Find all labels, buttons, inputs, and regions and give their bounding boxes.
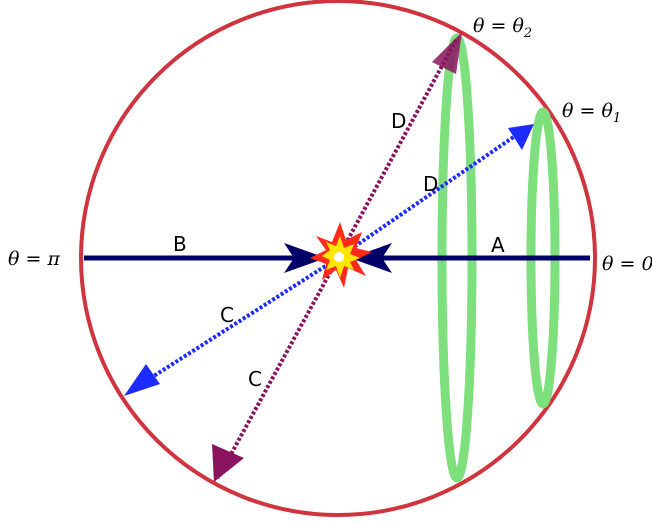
beam-b-arrowhead	[284, 243, 326, 273]
label-beam-a: A	[491, 233, 505, 257]
label-theta-zero: θ = 0	[602, 253, 652, 275]
arrowhead-blue-upper	[508, 124, 534, 150]
collision-core	[334, 252, 344, 262]
label-theta-two: θ = θ2	[473, 15, 532, 41]
label-theta-pi: θ = π	[8, 248, 60, 270]
particle-c-lower-track	[216, 257, 340, 479]
arrowhead-purple-lower	[212, 444, 244, 482]
label-particle-c-lower: C	[248, 367, 262, 391]
arrowhead-blue-lower	[124, 364, 160, 396]
label-particle-c-upper: C	[220, 303, 234, 327]
detector-circle	[79, 0, 597, 517]
arrowhead-purple-upper	[432, 32, 462, 74]
particle-d-right-track	[336, 125, 530, 260]
particle-d-upper-track	[336, 39, 458, 259]
beam-a-arrowhead	[350, 243, 392, 273]
particle-c-left-track	[130, 256, 340, 392]
label-particle-d-lower: D	[423, 172, 438, 196]
label-beam-b: B	[173, 232, 187, 256]
label-theta-one: θ = θ1	[562, 100, 621, 126]
label-particle-d-upper: D	[391, 109, 406, 133]
